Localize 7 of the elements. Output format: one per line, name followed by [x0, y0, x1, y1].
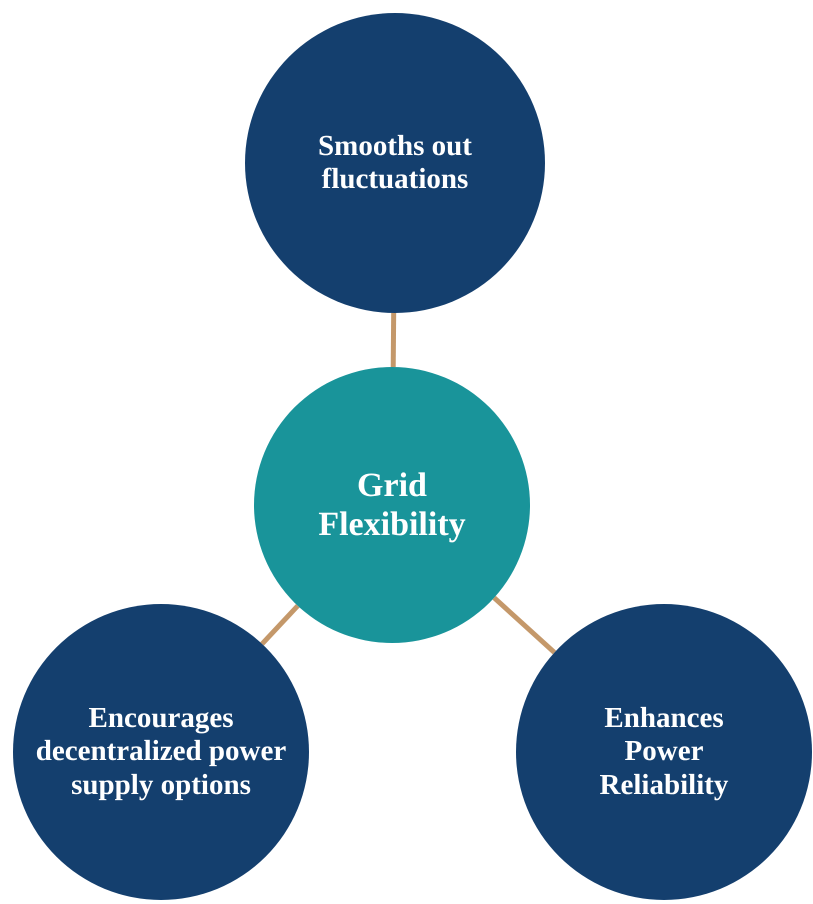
connector-line — [260, 604, 300, 646]
topic-label: Enhances Power Reliability — [598, 702, 730, 802]
connector-line — [390, 312, 396, 368]
center-label: Grid Flexibility — [317, 466, 467, 544]
topic-label: Encourages decentralized power supply options — [35, 702, 287, 802]
topic-label: Smooths out fluctuations — [317, 130, 473, 196]
connector-line — [492, 596, 556, 654]
